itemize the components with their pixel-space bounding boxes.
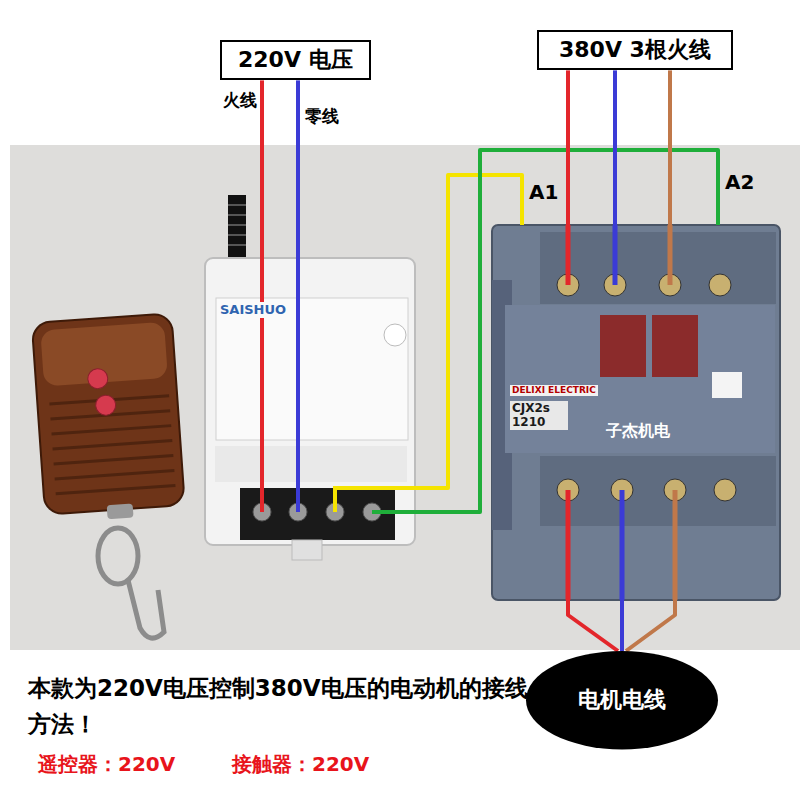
wire-label: 零线 xyxy=(304,106,340,126)
contactor-front xyxy=(505,305,775,453)
fob-button xyxy=(95,394,116,415)
ellipse-shape xyxy=(526,651,718,749)
wire xyxy=(668,70,672,225)
motor-wire xyxy=(673,490,678,600)
module-tab xyxy=(292,540,322,560)
device-label: CJX2s 1210 xyxy=(510,401,568,430)
phase-wire xyxy=(566,225,571,285)
fob-loop xyxy=(107,504,134,520)
motor-ellipse: 电机电线 xyxy=(526,651,718,749)
motor-wire xyxy=(620,490,625,600)
wire xyxy=(260,80,264,258)
fob-body xyxy=(32,313,185,514)
device-label: 子杰机电 xyxy=(604,421,672,440)
wire xyxy=(613,70,617,225)
neutral-wire xyxy=(296,258,300,512)
key-clasp xyxy=(128,580,164,638)
antenna-coil xyxy=(228,205,246,245)
node-text: 380V 3根火线 xyxy=(559,37,711,63)
voltage-note: 接触器：220V xyxy=(232,752,369,776)
module-led xyxy=(384,324,406,346)
terminal-row xyxy=(540,456,776,526)
voltage-box: 220V 电压 xyxy=(220,40,371,80)
coil-wire xyxy=(335,488,415,512)
contactor-button xyxy=(652,315,698,377)
device-label: DELIXI ELECTRIC xyxy=(510,385,598,396)
contactor-window xyxy=(712,372,742,398)
contactor-button xyxy=(600,315,646,377)
caption: 本款为220V电压控制380V电压的电动机的接线 方法！ xyxy=(28,670,543,742)
module-ridge xyxy=(215,446,407,482)
wire xyxy=(620,600,624,651)
module-panel xyxy=(216,298,408,440)
phase-wire xyxy=(668,225,673,285)
wire-label: A1 xyxy=(528,180,559,204)
key-ring xyxy=(98,528,138,584)
contactor: DELIXI ELECTRIC CJX2s 1210 子杰机电 xyxy=(492,225,780,600)
voltage-box: 380V 3根火线 xyxy=(537,30,733,70)
wire xyxy=(626,600,675,651)
node-text: 220V 电压 xyxy=(238,47,353,73)
fob-button xyxy=(87,368,108,389)
motor-wire xyxy=(566,490,571,600)
photo-ground xyxy=(10,145,800,650)
phase-wire xyxy=(613,225,618,285)
wire xyxy=(568,600,618,651)
terminal-screw xyxy=(714,479,736,501)
remote-fob xyxy=(32,313,186,523)
terminal-screw xyxy=(709,274,731,296)
terminal-row xyxy=(540,232,776,304)
wire-label: 火线 xyxy=(222,90,258,110)
voltage-note: 遥控器：220V xyxy=(38,752,175,776)
live-wire xyxy=(260,258,264,512)
coil-wire xyxy=(372,510,415,514)
module-housing xyxy=(205,258,415,545)
remote-switch-module: SAISHUO xyxy=(205,258,415,545)
contactor-body xyxy=(492,225,780,600)
wire xyxy=(415,175,522,488)
antenna xyxy=(228,195,246,265)
node-text: 电机电线 xyxy=(578,687,666,713)
wire xyxy=(296,80,300,258)
wire xyxy=(566,70,570,225)
wire-label: A2 xyxy=(724,170,755,194)
device-label: SAISHUO xyxy=(218,302,288,318)
